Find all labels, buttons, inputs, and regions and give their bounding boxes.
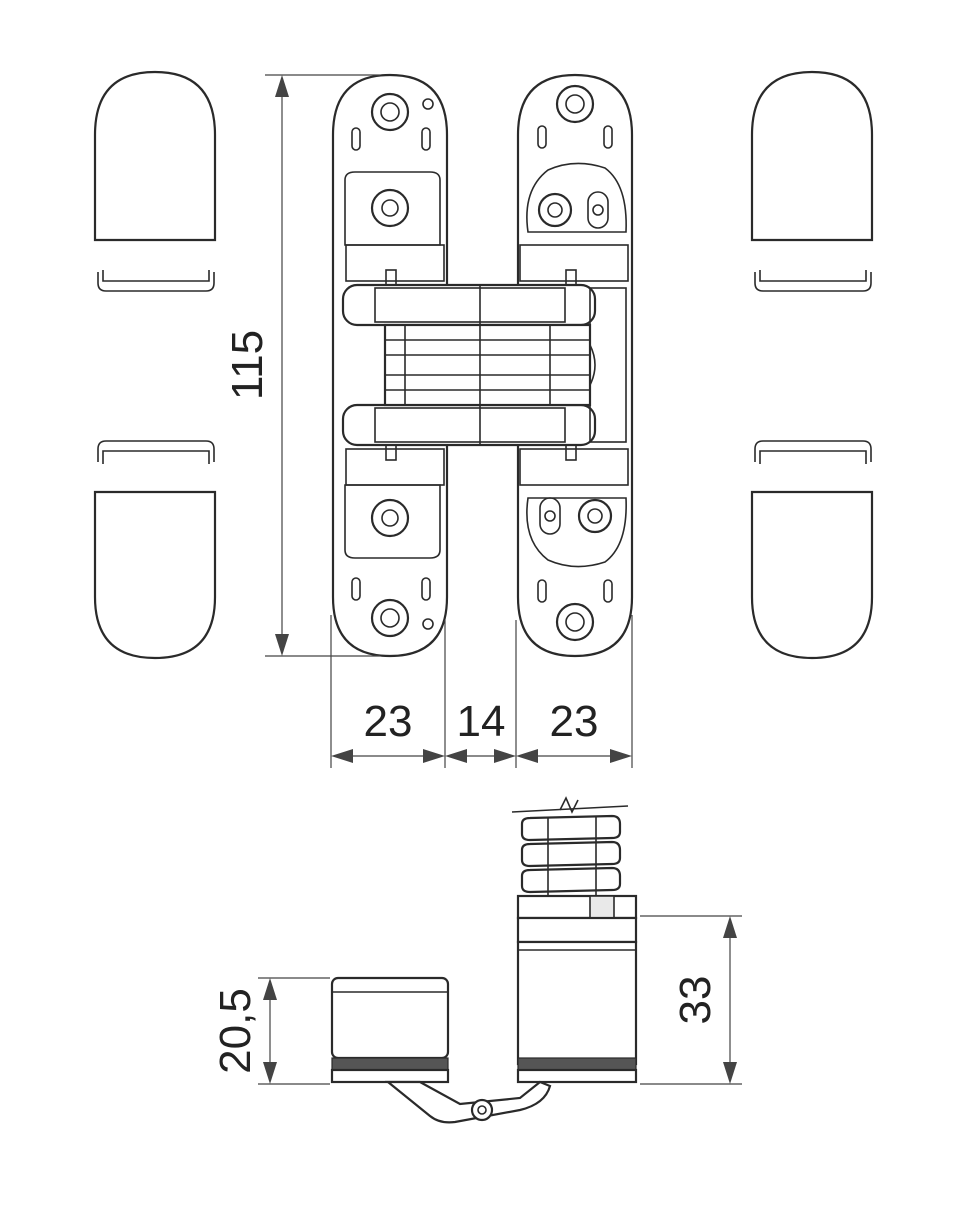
dimension-label-20-5: 20,5 — [211, 988, 260, 1074]
side-view-right-leaf — [516, 894, 638, 1084]
cover-cap-bottom-left — [93, 490, 217, 660]
side-view-arm-link — [384, 1080, 552, 1124]
dimension-label-23-right: 23 — [550, 697, 599, 746]
cover-clip-bottom-left — [97, 440, 215, 464]
dimension-height-33: 33 — [640, 915, 742, 1085]
cover-cap-top-left — [93, 70, 217, 242]
dimension-label-14: 14 — [457, 697, 506, 746]
dimension-label-33: 33 — [671, 976, 720, 1025]
cover-cap-top-right — [750, 70, 874, 242]
dimension-label-115: 115 — [223, 330, 272, 400]
dimension-height-115: 115 — [223, 74, 380, 657]
cover-clip-top-left — [97, 270, 215, 292]
cover-clip-top-right — [754, 270, 872, 292]
cover-cap-bottom-right — [750, 490, 874, 660]
dimension-widths: 23 14 23 — [330, 615, 633, 768]
hinge-center-mechanism — [341, 269, 627, 461]
dimension-height-20-5: 20,5 — [211, 977, 330, 1085]
cover-clip-bottom-right — [754, 440, 872, 464]
dimension-label-23-left: 23 — [364, 697, 413, 746]
side-view-left-leaf — [330, 976, 450, 1084]
side-view-spring — [511, 796, 629, 898]
